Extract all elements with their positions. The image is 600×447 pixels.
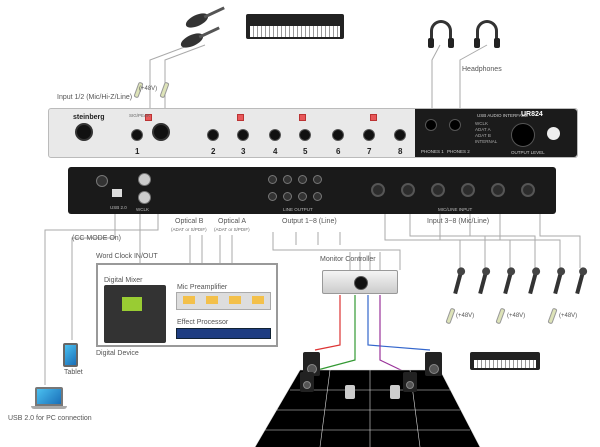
speaker-icon — [425, 352, 442, 376]
mic-line-input[interactable] — [371, 183, 385, 197]
front-control-section: PHONES 1 PHONES 2 USB AUDIO INTERFACE UR… — [415, 109, 577, 157]
phones2-knob[interactable] — [449, 119, 461, 131]
channel-number: 2 — [211, 147, 216, 156]
tablet-label: Tablet — [64, 369, 83, 376]
rear-panel: USB 2.0 WCLK LINE OUTPUT MIC/LINE INPUT — [68, 167, 556, 214]
phantom-label: (+48V) — [456, 313, 475, 319]
keyboard-icon — [246, 14, 344, 39]
headphones-icon — [474, 20, 500, 48]
channel-number: 7 — [367, 147, 372, 156]
gain-knob-5[interactable] — [299, 129, 311, 141]
digital-mixer-label: Digital Mixer — [104, 277, 143, 284]
monitor-controller-label: Monitor Controller — [320, 256, 376, 263]
phones1-label: PHONES 1 — [421, 149, 444, 154]
laptop-base — [31, 406, 67, 409]
speaker-icon — [345, 385, 355, 399]
line-output-jack[interactable] — [268, 175, 277, 184]
clock-led-label: WCLK — [475, 121, 489, 126]
gain-knob-2[interactable] — [207, 129, 219, 141]
line-output-jack[interactable] — [283, 192, 292, 201]
mic-preamp-icon — [176, 292, 271, 310]
front-panel: steinberg 1 2 3 4 5 6 7 8 SIG/PEAK PHONE… — [48, 108, 578, 158]
wclk-in[interactable] — [138, 173, 151, 186]
cc-mode-label: (CC MODE On) — [72, 235, 121, 242]
phantom-label: (+48V) — [139, 86, 158, 92]
combo-input-1[interactable] — [75, 123, 93, 141]
channel-number: 8 — [398, 147, 403, 156]
mic-line-input[interactable] — [491, 183, 505, 197]
channel-number: 4 — [273, 147, 278, 156]
gain-knob-8[interactable] — [394, 129, 406, 141]
interface-label: USB AUDIO INTERFACE — [477, 113, 529, 118]
phantom-label: (+48V) — [559, 313, 578, 319]
usb-label: USB 2.0 — [110, 205, 127, 210]
speaker-icon — [300, 372, 314, 392]
phantom-button[interactable] — [237, 114, 244, 121]
wclk-label: WCLK — [136, 207, 150, 212]
clock-led-label: INTERNAL — [475, 139, 498, 144]
speaker-icon — [390, 385, 400, 399]
keyboard-icon — [470, 352, 540, 370]
digital-device-label: Digital Device — [96, 350, 139, 357]
phantom-button[interactable] — [145, 114, 152, 121]
brand-logo: steinberg — [73, 114, 105, 121]
power-button[interactable] — [547, 127, 560, 140]
line-output-jack[interactable] — [298, 175, 307, 184]
line-output-jack[interactable] — [298, 192, 307, 201]
line-output-label: LINE OUTPUT — [283, 207, 313, 212]
phantom-button[interactable] — [370, 114, 377, 121]
input12-label: Input 1/2 (Mic/Hi-Z/Line) — [57, 94, 133, 101]
power-switch[interactable] — [96, 175, 108, 187]
optical-b-label: Optical B — [175, 218, 204, 225]
usb-port[interactable] — [112, 189, 122, 197]
headphones-icon — [428, 20, 454, 48]
mic-line-input[interactable] — [431, 183, 445, 197]
combo-input-2[interactable] — [152, 123, 170, 141]
sig-peak-label: SIG/PEAK — [129, 113, 151, 118]
channel-number: 5 — [303, 147, 308, 156]
wclk-out[interactable] — [138, 191, 151, 204]
channel-number: 1 — [135, 147, 140, 156]
effect-processor-icon — [176, 328, 271, 339]
phantom-label: (+48V) — [507, 313, 526, 319]
channel-number: 3 — [241, 147, 246, 156]
channel-number: 6 — [336, 147, 341, 156]
monitor-controller-icon — [322, 270, 398, 294]
laptop-icon — [35, 387, 63, 406]
tablet-icon — [63, 343, 78, 367]
gain-knob-3[interactable] — [237, 129, 249, 141]
usb-pc-label: USB 2.0 for PC connection — [8, 415, 92, 422]
line-output-jack[interactable] — [313, 175, 322, 184]
optical-b-sub: (ADAT or S/PDIF) — [171, 227, 207, 232]
line-output-jack[interactable] — [268, 192, 277, 201]
gain-knob-6[interactable] — [332, 129, 344, 141]
clock-led-label: ADAT B — [475, 133, 491, 138]
digital-mixer-icon — [104, 285, 166, 343]
phantom-button[interactable] — [299, 114, 306, 121]
output-level-label: OUTPUT LEVEL — [511, 150, 545, 155]
phones1-knob[interactable] — [425, 119, 437, 131]
output18-label: Output 1~8 (Line) — [282, 218, 337, 225]
model-logo: UR824 — [521, 111, 543, 118]
mic-preamp-label: Mic Preamplifier — [177, 284, 228, 291]
gain-knob-7[interactable] — [363, 129, 375, 141]
gain-knob-4[interactable] — [269, 129, 281, 141]
mic-line-input[interactable] — [401, 183, 415, 197]
mic-line-input[interactable] — [521, 183, 535, 197]
optical-a-label: Optical A — [218, 218, 247, 225]
clock-led-label: ADAT A — [475, 127, 491, 132]
mic-line-input-label: MIC/LINE INPUT — [438, 207, 473, 212]
input38-label: Input 3~8 (Mic/Line) — [427, 218, 490, 225]
mic-line-input[interactable] — [461, 183, 475, 197]
output-level-knob[interactable] — [511, 123, 535, 147]
optical-a-sub: (ADAT or S/PDIF) — [214, 227, 250, 232]
gain-knob-1[interactable] — [131, 129, 143, 141]
line-output-jack[interactable] — [313, 192, 322, 201]
line-output-jack[interactable] — [283, 175, 292, 184]
word-clock-label: Word Clock IN/OUT — [96, 253, 158, 260]
speaker-icon — [403, 372, 417, 392]
effect-processor-label: Effect Processor — [177, 319, 229, 326]
phones2-label: PHONES 2 — [447, 149, 470, 154]
headphones-label: Headphones — [462, 66, 502, 73]
